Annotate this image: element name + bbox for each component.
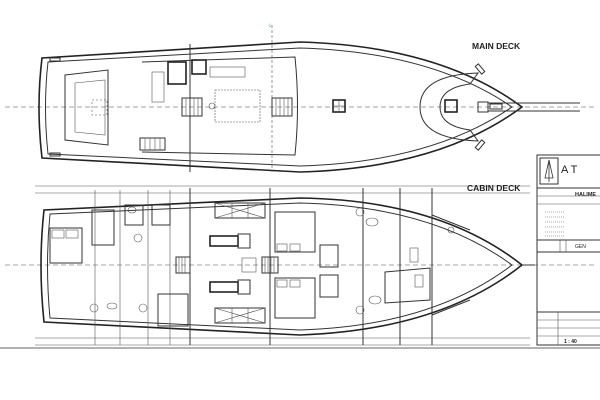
svg-text:⚓: ⚓ <box>268 23 272 27</box>
deckhouse-outline <box>141 56 298 156</box>
main-deck-plan: ⚓ MAIN DECK <box>5 23 595 173</box>
company-name: A T <box>561 164 578 176</box>
galley-block <box>167 61 187 85</box>
title-block: A T HALIME GEN 1 : 40 <box>536 154 600 346</box>
sheet-title: GEN <box>575 244 586 250</box>
foredeck-seat <box>419 72 480 142</box>
main-deck-label: MAIN DECK <box>472 41 521 51</box>
companionway-stairs <box>181 97 203 117</box>
cabin-deck-label: CABIN DECK <box>467 183 521 193</box>
main-deck-bulwark <box>45 47 513 167</box>
engine-port <box>209 235 239 247</box>
cabin-deck-hull-outline <box>40 197 524 336</box>
cabin-deck-plan: CABIN DECK <box>5 183 595 346</box>
main-deck-hull-outline <box>38 41 524 173</box>
aft-double-berth <box>49 227 83 264</box>
vessel-name: HALIME <box>575 192 596 198</box>
engine-room <box>209 202 279 324</box>
company-logo <box>539 157 559 185</box>
aft-cushion-area <box>64 69 109 146</box>
bowsprit <box>488 102 580 112</box>
engine-starboard <box>209 281 239 293</box>
drawing-scale: 1 : 40 <box>564 339 577 345</box>
